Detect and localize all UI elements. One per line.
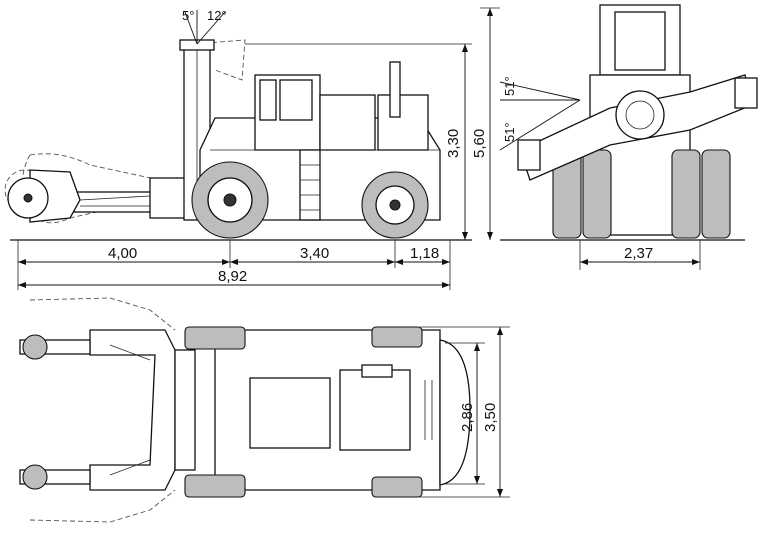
inner-width-label: 2,86: [459, 403, 476, 432]
cab-window-side: [259, 79, 277, 121]
top-arms: [19, 329, 176, 491]
height-dimensions: 3,30 5,60: [245, 7, 500, 240]
engine-housing: [319, 94, 376, 151]
rotation-line-up: [499, 81, 581, 101]
rotation-up-label: 51°: [502, 76, 517, 96]
cab-height-label: 3,30: [445, 129, 462, 158]
ladder: [299, 149, 321, 221]
front-rotator-inner: [625, 100, 655, 130]
manipulator-arm: [7, 169, 196, 223]
top-chassis: [214, 329, 471, 491]
wheelbase-label: 3,40: [300, 245, 329, 262]
side-view: 5° 12° 4,00 3,40 1,18 8,92 3,3: [4, 7, 500, 290]
exhaust-stack: [389, 61, 401, 118]
gripper-pivot: [23, 193, 33, 203]
top-cylinder-lower: [109, 459, 151, 476]
top-tire-front-upper: [184, 326, 246, 350]
top-exhaust: [361, 364, 393, 378]
track-width-label: 2,37: [624, 245, 653, 262]
front-hub: [223, 193, 237, 207]
max-height-label: 5,60: [471, 129, 488, 158]
length-dimensions: 4,00 3,40 1,18 8,92: [17, 240, 451, 290]
top-cylinder-upper: [109, 344, 151, 361]
front-tire-right-outer: [701, 149, 731, 239]
top-cab: [249, 377, 331, 449]
top-tire-front-lower: [184, 474, 246, 498]
rotation-down-label: 51°: [502, 122, 517, 142]
front-tire-left-inner: [582, 149, 612, 239]
top-arm-fork: [89, 329, 176, 491]
top-view: 2,86 3,50: [19, 297, 510, 523]
ghost-arm-upper: [29, 153, 161, 181]
front-tire-right-inner: [671, 149, 701, 239]
top-rotator-plate: [174, 349, 196, 471]
rear-hub: [389, 199, 401, 211]
top-rear-counterweight: [439, 339, 471, 486]
front-overhang-label: 1,18: [410, 245, 439, 262]
front-wheel: [191, 161, 269, 239]
rear-overhang-label: 4,00: [108, 245, 137, 262]
rear-housing: [377, 94, 429, 151]
front-rotator-ring: [615, 90, 665, 140]
front-gripper-left: [517, 139, 541, 171]
top-ghost-arm-upper: [29, 297, 176, 331]
tilt-line-back: [196, 11, 226, 45]
tilt-back-label: 12°: [207, 8, 227, 23]
overall-length-label: 8,92: [218, 268, 247, 285]
cab-window: [279, 79, 313, 121]
overall-width-label: 3,50: [482, 403, 499, 432]
front-view: 51° 51° 2,37: [499, 4, 758, 270]
rear-wheel: [361, 171, 429, 239]
front-mast-frame: [614, 11, 666, 71]
top-ghost-arm-lower: [29, 489, 176, 523]
top-engine-cover: [339, 369, 411, 451]
rotation-line-down: [499, 99, 581, 151]
top-gripper-lower: [22, 464, 48, 490]
top-tire-rear-upper: [371, 326, 423, 348]
tilt-line-forward: [184, 11, 198, 45]
top-tire-rear-lower: [371, 476, 423, 498]
arm-rod: [79, 195, 151, 201]
front-gripper-right: [734, 77, 758, 109]
tilt-forward-label: 5°: [182, 8, 194, 23]
top-gripper-upper: [22, 334, 48, 360]
